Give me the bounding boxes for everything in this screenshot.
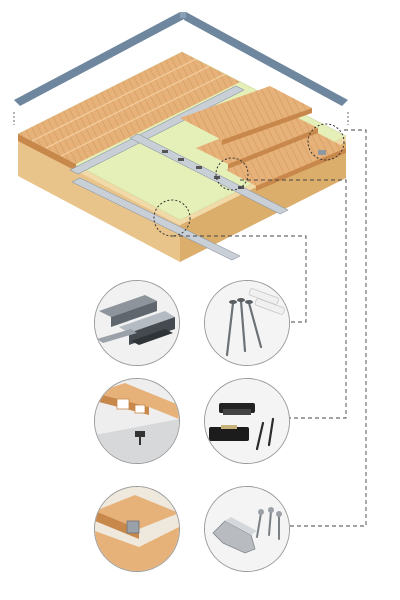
plastic-clip-and-screws-icon xyxy=(205,379,289,463)
edge-clip-install-icon xyxy=(95,487,179,571)
aluminium-joist-icon xyxy=(95,281,179,365)
hidden-clip-install-icon xyxy=(95,379,179,463)
plastic-clip-detail xyxy=(204,378,290,464)
steel-clip-and-screws-icon xyxy=(205,487,289,571)
joist-profile-detail xyxy=(94,280,180,366)
edge-clip-install-detail xyxy=(94,486,180,572)
screws-and-plugs-icon xyxy=(205,281,289,365)
steel-clip-detail xyxy=(204,486,290,572)
board-clip-install-detail xyxy=(94,378,180,464)
anchor-screws-detail xyxy=(204,280,290,366)
